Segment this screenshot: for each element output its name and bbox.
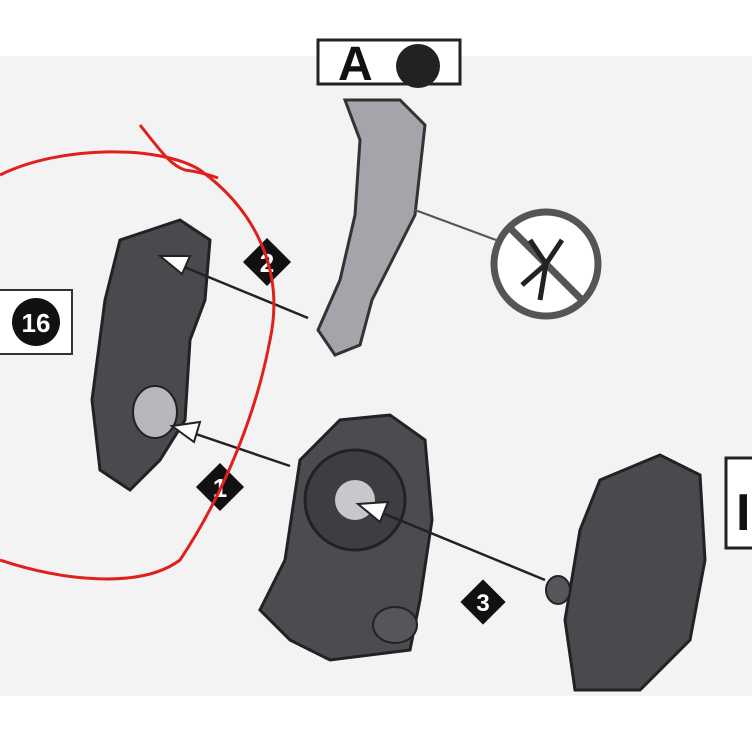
part-label-right: I — [736, 484, 750, 542]
hand-part-right — [563, 453, 707, 692]
peg — [132, 385, 178, 439]
number-circle — [12, 298, 60, 346]
red-stroke-annotation — [138, 124, 219, 180]
arm-part-light — [316, 98, 427, 357]
red-circle-annotation — [0, 150, 276, 581]
step-3-marker: 3 — [460, 579, 506, 625]
svg-text:3: 3 — [476, 590, 489, 617]
hand-part-left — [90, 218, 212, 492]
part-number-circle — [396, 44, 440, 88]
no-nipper-icon — [490, 208, 602, 320]
part-label-box-right — [724, 456, 752, 550]
part-label-a: A — [338, 38, 373, 91]
part-label-16: 16 — [22, 308, 51, 338]
